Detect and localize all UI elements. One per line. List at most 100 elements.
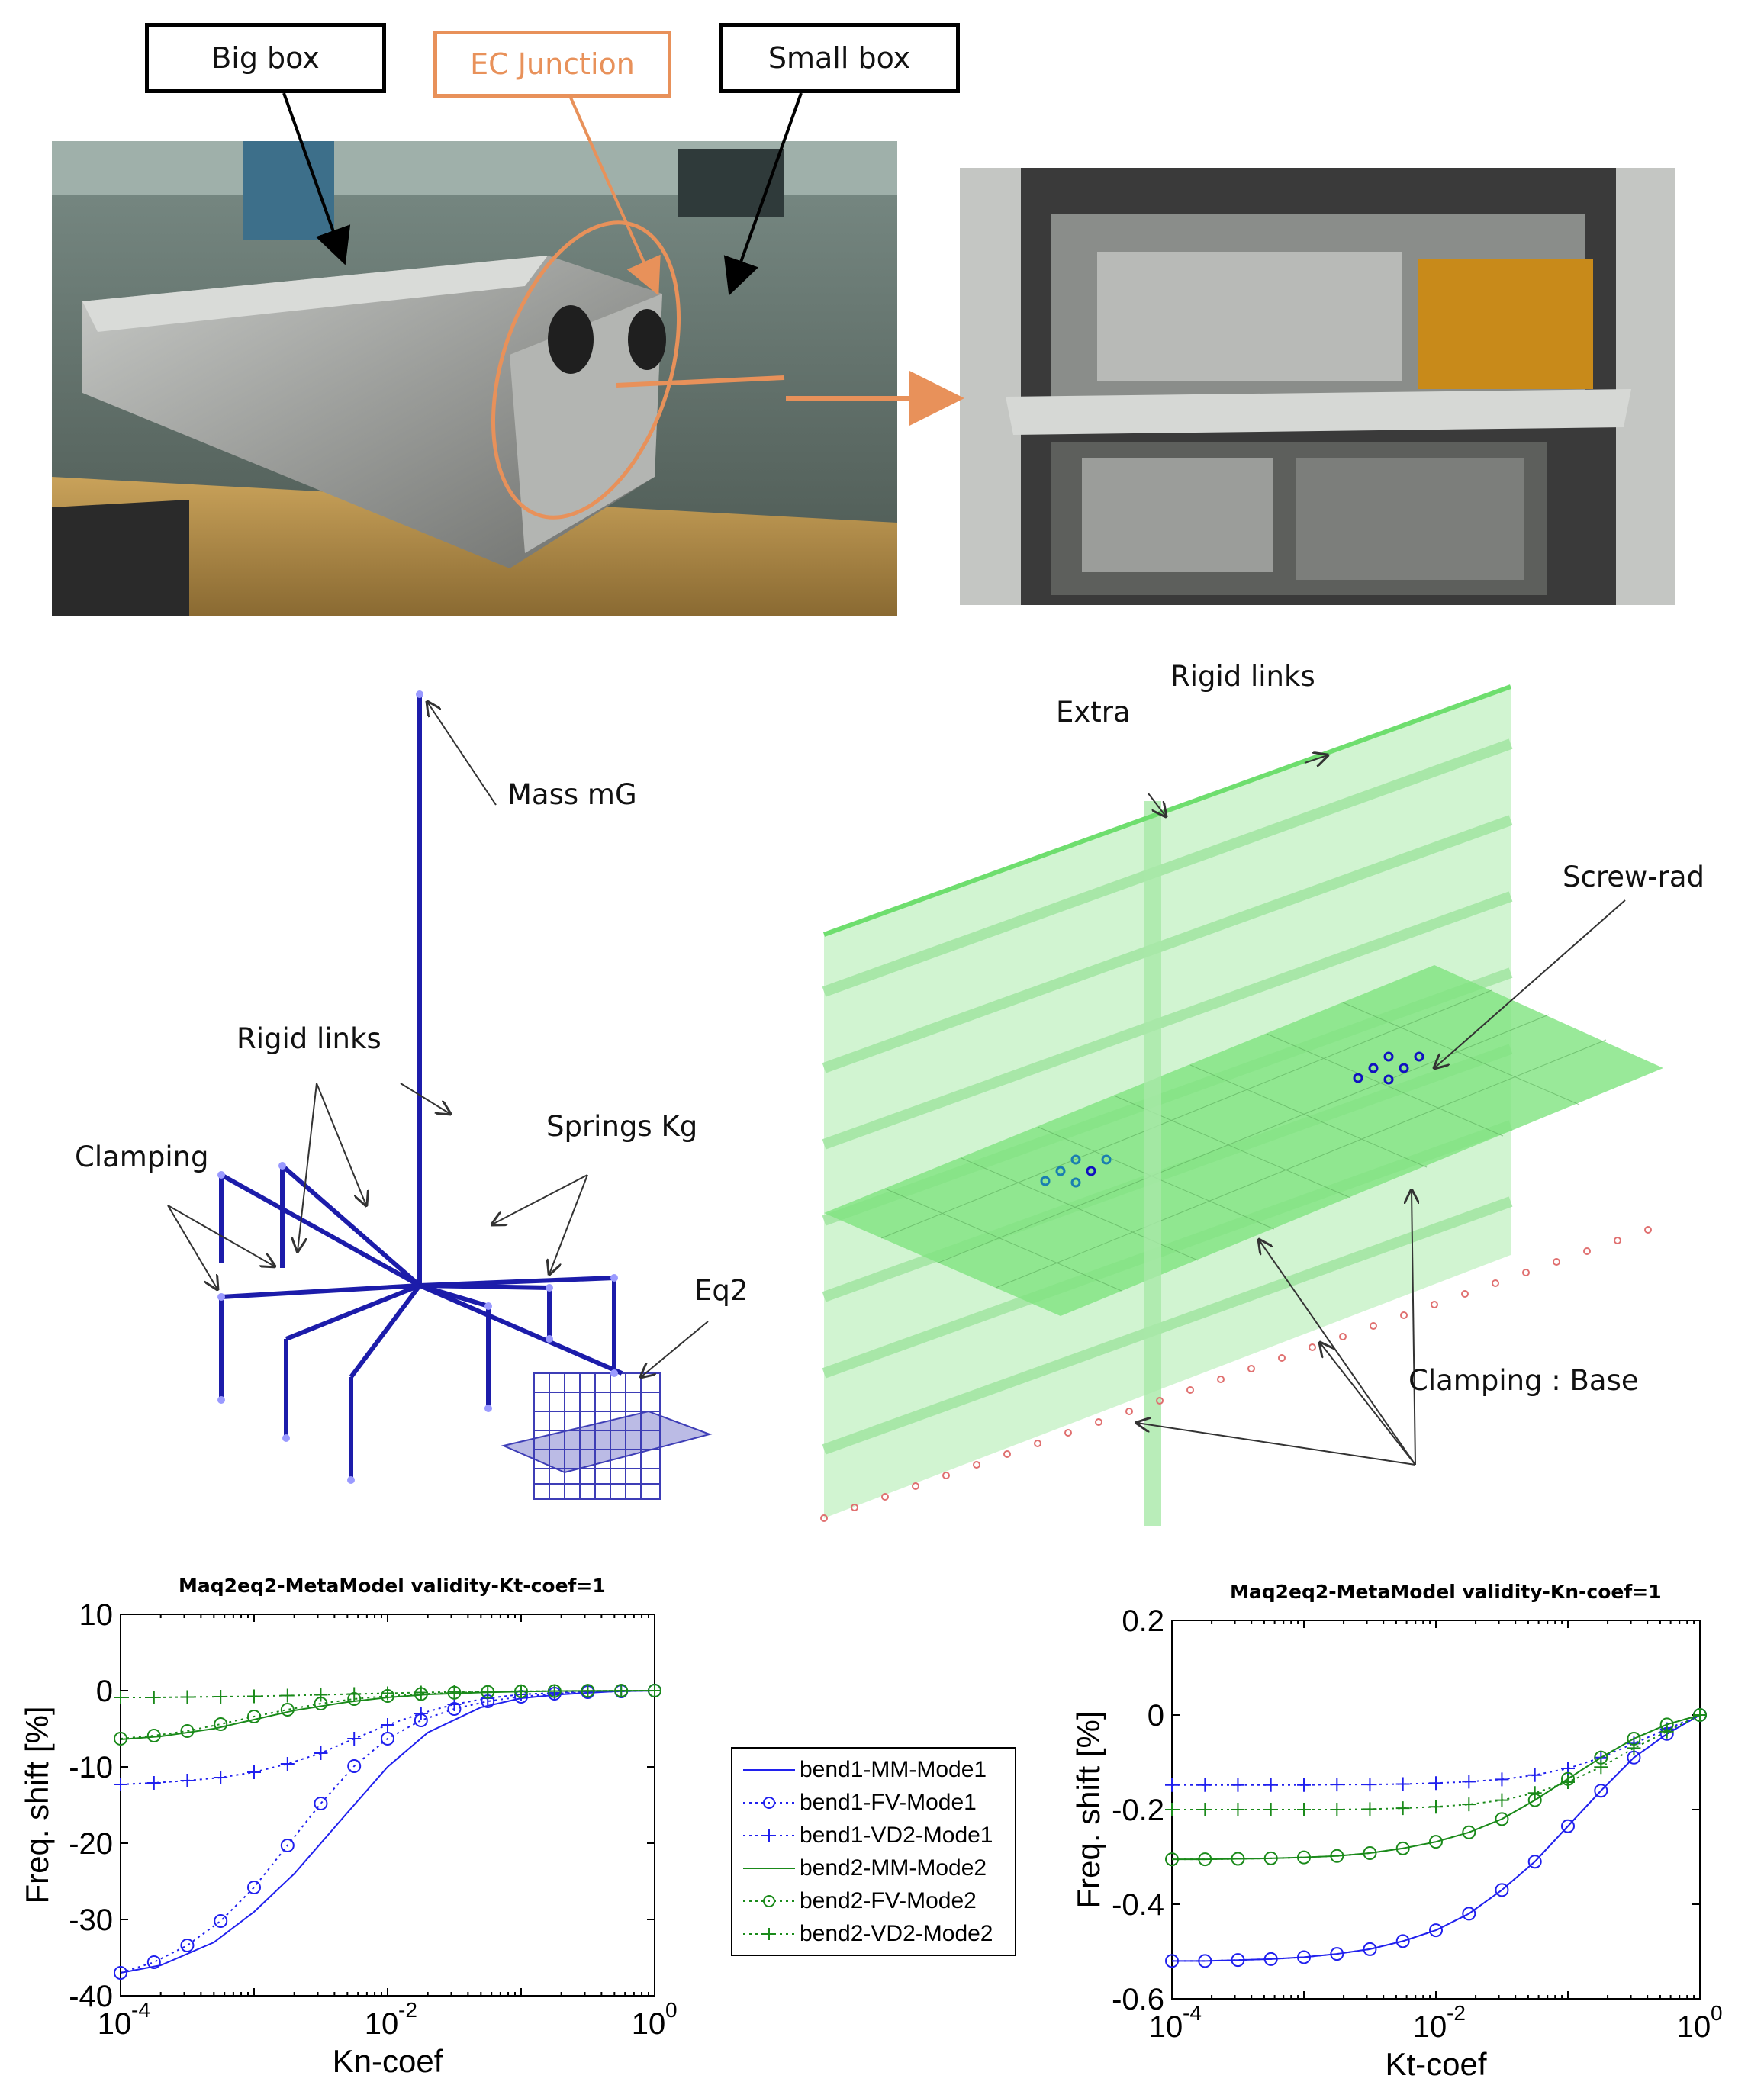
data-point: [1363, 1942, 1377, 1956]
data-point: [1165, 1778, 1179, 1792]
data-point: [414, 1685, 428, 1700]
label-clamping-base: Clamping : Base: [1408, 1364, 1639, 1397]
y-tick-label: 10: [79, 1598, 114, 1632]
data-point: [214, 1717, 228, 1731]
legend-swatch: [743, 1894, 795, 1907]
data-point: [381, 1732, 394, 1746]
data-point: [280, 1688, 295, 1703]
y-tick-label: -20: [69, 1827, 113, 1861]
x-tick-exponent: 0: [665, 1998, 678, 2022]
data-point: [1693, 1708, 1707, 1722]
legend-item: bend2-MM-Mode2: [739, 1852, 1009, 1884]
data-point: [1395, 1841, 1410, 1855]
data-point: [1231, 1953, 1245, 1968]
data-point: [1495, 1793, 1509, 1807]
label-small-box: Small box: [719, 23, 960, 93]
y-axis-label: Freq. shift [%]: [1070, 1710, 1106, 1908]
data-point: [381, 1718, 394, 1732]
data-point: [1198, 1852, 1212, 1867]
data-point: [1330, 1849, 1344, 1863]
data-point: [1627, 1741, 1641, 1755]
plot-frame: [120, 1614, 655, 1997]
data-point: [1395, 1777, 1410, 1791]
x-tick-label: 10: [98, 2007, 132, 2041]
data-point: [381, 1686, 394, 1701]
x-tick-label: 10: [1677, 2010, 1711, 2044]
series-line-bend1-FV-Mode1: [1172, 1714, 1701, 1962]
legend-swatch: [743, 1768, 795, 1771]
label-extra: Extra: [1056, 696, 1131, 729]
data-point: [247, 1710, 261, 1723]
label-springs-kg: Springs Kg: [546, 1110, 698, 1143]
data-point: [1495, 1772, 1509, 1787]
data-point: [1527, 1855, 1542, 1869]
x-tick-label: 10: [365, 2007, 399, 2041]
data-point: [1594, 1784, 1608, 1798]
data-point: [1594, 1760, 1608, 1775]
label-big-box: Big box: [145, 23, 386, 93]
label-rigid-links-right: Rigid links: [1170, 660, 1315, 693]
x-tick-exponent: 0: [1711, 2001, 1723, 2025]
chart-left-title: Maq2eq2-MetaModel validity-Kt-coef=1: [179, 1575, 606, 1597]
y-tick-label: -0.6: [1112, 1983, 1164, 2016]
x-tick-label: 10: [632, 2007, 666, 2041]
data-point: [1330, 1947, 1344, 1961]
data-point: [1363, 1846, 1377, 1861]
label-clamping-left: Clamping: [75, 1141, 209, 1173]
data-point: [214, 1771, 228, 1784]
data-point: [114, 1778, 127, 1791]
y-tick-label: -40: [69, 1980, 113, 2013]
label-mass-mg: Mass mG: [507, 778, 637, 811]
data-point: [1297, 1850, 1311, 1865]
data-point: [347, 1687, 362, 1701]
data-point: [1231, 1803, 1245, 1816]
legend-item: bend1-MM-Mode1: [739, 1753, 1009, 1786]
legend-item: bend1-FV-Mode1: [739, 1786, 1009, 1819]
data-point: [1363, 1802, 1377, 1816]
data-point: [247, 1765, 261, 1779]
data-point: [1263, 1952, 1278, 1966]
y-tick-label: -0.4: [1112, 1888, 1164, 1922]
x-tick-exponent: -2: [1447, 2001, 1466, 2025]
data-point: [114, 1691, 127, 1704]
data-point: [1330, 1803, 1344, 1816]
data-point: [146, 1776, 161, 1790]
data-point: [1395, 1801, 1410, 1816]
series-line-bend2-FV-Mode2: [1172, 1714, 1701, 1861]
x-tick-label: 10: [1413, 2010, 1447, 2044]
data-point: [146, 1955, 161, 1969]
data-point: [1165, 1954, 1179, 1968]
data-point: [1429, 1800, 1443, 1814]
data-point: [1495, 1883, 1509, 1897]
data-point: [1561, 1775, 1575, 1790]
label-screw-rad: Screw-rad: [1563, 861, 1704, 893]
legend-swatch: [743, 1867, 795, 1869]
data-point: [1198, 1803, 1212, 1816]
y-tick-label: 0: [1148, 1699, 1164, 1733]
x-axis-label: Kt-coef: [1385, 2046, 1486, 2082]
x-tick-label: 10: [1149, 2010, 1183, 2044]
data-point: [146, 1729, 161, 1742]
data-point: [1527, 1768, 1542, 1782]
label-ec-junction: EC Junction: [433, 31, 671, 98]
data-point: [1263, 1851, 1278, 1865]
legend-swatch: [743, 1829, 795, 1842]
legend-label: bend2-MM-Mode2: [800, 1855, 987, 1881]
data-point: [1231, 1778, 1245, 1792]
data-point: [146, 1691, 161, 1704]
data-point: [1462, 1907, 1476, 1921]
data-point: [1198, 1778, 1212, 1792]
x-tick-exponent: -4: [131, 1998, 150, 2022]
data-point: [1263, 1778, 1278, 1792]
legend-label: bend1-FV-Mode1: [800, 1789, 977, 1815]
data-point: [447, 1697, 462, 1711]
x-tick-exponent: -4: [1183, 2001, 1202, 2025]
data-point: [1165, 1852, 1179, 1867]
series-line-bend1-FV-Mode1: [120, 1690, 655, 1974]
label-eq2: Eq2: [694, 1274, 748, 1307]
data-point: [1462, 1825, 1476, 1839]
label-rigid-links-left: Rigid links: [237, 1022, 381, 1055]
data-point: [180, 1774, 195, 1787]
